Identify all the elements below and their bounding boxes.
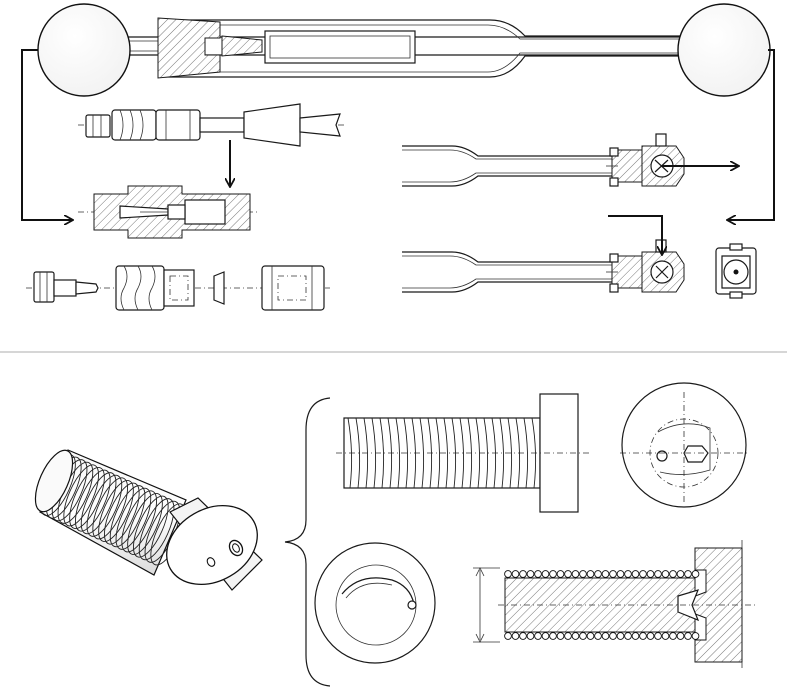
thread-crest-top: [684, 570, 692, 578]
thread-crest-bottom: [526, 632, 535, 640]
thread-line: [483, 417, 489, 489]
thread-crest-top: [661, 570, 670, 578]
screw-head-face: [620, 382, 748, 508]
thread-crest-bottom: [541, 632, 550, 640]
thread-crest-bottom: [631, 632, 640, 640]
thread-crest-top: [534, 570, 542, 578]
thread-crest-top: [639, 570, 647, 578]
thread-crest-bottom: [661, 632, 670, 640]
thread-crest-bottom: [549, 632, 557, 640]
thread-crest-top: [541, 570, 550, 578]
thread-crest-top: [646, 570, 655, 578]
holder-end-view: [715, 243, 757, 299]
thread-crest-top: [511, 570, 520, 578]
thread-ring: [121, 490, 157, 553]
thread-ring: [92, 477, 128, 540]
screw-3d-view: [34, 449, 263, 591]
thread-crest-bottom: [624, 632, 632, 640]
thread-line: [507, 417, 513, 489]
left-sphere: [37, 3, 131, 97]
views-brace: [284, 397, 331, 687]
thread-crest-bottom: [646, 632, 655, 640]
thread-crest-top: [631, 570, 640, 578]
thread-crest-bottom: [586, 632, 595, 640]
transfer-rod: [120, 17, 680, 79]
thread-crest-bottom: [676, 632, 685, 640]
left-return-arrow: [21, 49, 72, 220]
thread-crest-bottom: [504, 632, 512, 640]
thread-line: [435, 417, 441, 489]
thread-crest-bottom: [534, 632, 542, 640]
valve-assembly-upper: [402, 133, 738, 187]
thread-crest-top: [654, 570, 662, 578]
thread-ring: [63, 464, 99, 527]
screw-rear-face: [314, 542, 436, 664]
thread-crest-top: [594, 570, 602, 578]
pin-assembly-exploded: [78, 103, 345, 186]
thread-crest-top: [564, 570, 572, 578]
thread-ring: [86, 474, 123, 537]
thread-crest-top: [556, 570, 565, 578]
thread-line: [379, 417, 385, 489]
thread-crest-bottom: [556, 632, 565, 640]
thread-crest-bottom: [616, 632, 625, 640]
thread-crest-top: [519, 570, 527, 578]
thread-crest-bottom: [564, 632, 572, 640]
thread-ring: [69, 467, 105, 529]
screw-section-threads: [504, 570, 700, 640]
thread-crest-top: [609, 570, 617, 578]
thread-crest-bottom: [684, 632, 692, 640]
thread-crest-bottom: [519, 632, 527, 640]
thread-crest-bottom: [609, 632, 617, 640]
thread-crest-bottom: [571, 632, 580, 640]
thread-line: [459, 417, 465, 489]
thread-ring: [109, 485, 146, 548]
thread-crest-bottom: [579, 632, 587, 640]
top-panel: [21, 3, 775, 311]
thread-ring: [104, 482, 140, 545]
thread-ring: [127, 493, 163, 555]
thread-line: [499, 417, 505, 489]
thread-crest-bottom: [594, 632, 602, 640]
valve-assembly-lower: [402, 215, 685, 293]
thread-crest-bottom: [691, 632, 700, 640]
thread-ring: [80, 472, 117, 535]
thread-crest-bottom: [669, 632, 677, 640]
thread-crest-top: [669, 570, 677, 578]
thread-crest-top: [504, 570, 512, 578]
thread-crest-bottom: [639, 632, 647, 640]
thread-ring: [75, 469, 111, 532]
exploded-parts: [26, 265, 330, 311]
thread-crest-top: [549, 570, 557, 578]
thread-line: [403, 417, 409, 489]
screw-section-view: [473, 540, 758, 668]
screw-side-view: [336, 393, 590, 513]
thread-crest-top: [526, 570, 535, 578]
thread-ring: [133, 495, 169, 558]
holder-section: [78, 185, 258, 239]
thread-line: [443, 417, 449, 489]
thread-crest-top: [624, 570, 632, 578]
thread-crest-top: [616, 570, 625, 578]
thread-ring: [98, 480, 134, 542]
thread-crest-top: [586, 570, 595, 578]
thread-crest-bottom: [654, 632, 662, 640]
thread-crest-top: [676, 570, 685, 578]
right-sphere: [677, 3, 771, 97]
entry-arrow: [608, 215, 662, 254]
thread-crest-top: [579, 570, 587, 578]
thread-ring: [115, 487, 152, 550]
thread-crest-top: [691, 570, 700, 578]
thread-crest-bottom: [511, 632, 520, 640]
thread-ring: [138, 498, 175, 561]
thread-line: [355, 417, 361, 489]
thread-crest-bottom: [601, 632, 610, 640]
thread-crest-top: [601, 570, 610, 578]
right-return-arrow: [728, 49, 775, 220]
thread-line: [395, 417, 401, 489]
bottom-panel: [34, 382, 758, 687]
thread-crest-top: [571, 570, 580, 578]
